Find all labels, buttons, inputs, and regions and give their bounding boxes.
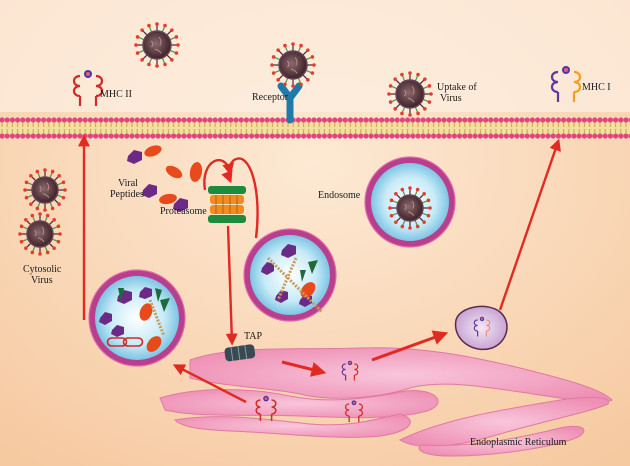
entering-virus xyxy=(387,71,433,117)
label-viral-peptides-line1: Viral xyxy=(118,178,138,189)
label-mhc2: MHC II xyxy=(100,89,132,100)
plasma-membrane xyxy=(0,117,630,139)
label-uptake-line1: Uptake of xyxy=(437,82,477,93)
extracellular-virus-1 xyxy=(134,22,180,68)
label-cytosolic-line2: Virus xyxy=(31,275,53,286)
arrow-er-to-vesicle xyxy=(371,330,449,362)
mhc2-surface xyxy=(72,70,104,106)
viral-peptides xyxy=(127,145,203,212)
arrow-proteasome-to-tap xyxy=(225,225,238,346)
arrow-er-to-lysosome xyxy=(172,364,247,404)
arrow-peptides-to-proteasome xyxy=(203,159,234,191)
label-viral-peptides-line2: Peptides xyxy=(110,189,144,200)
endosomal-virus xyxy=(388,186,432,230)
arrow-to-mhc1 xyxy=(498,138,561,311)
cytosolic-virus-2 xyxy=(18,212,62,256)
label-uptake-line2: Virus xyxy=(440,93,462,104)
viral-protein-vesicle xyxy=(243,228,337,322)
viruses xyxy=(18,22,433,256)
label-tap: TAP xyxy=(244,331,263,342)
pathway-arrows xyxy=(78,134,561,404)
label-cytosolic-line1: Cytosolic xyxy=(23,264,62,275)
endoplasmic-reticulum xyxy=(159,347,613,457)
cytosolic-virus-1 xyxy=(23,168,67,212)
arrow-vesicle-to-proteasome xyxy=(221,157,259,239)
label-proteasome: Proteasome xyxy=(160,206,207,217)
mhc1-transport-vesicle xyxy=(454,305,508,351)
mhc2-in-er-1 xyxy=(255,395,277,421)
tap-transporter xyxy=(224,344,256,362)
receptor xyxy=(277,82,303,124)
mhc1-surface xyxy=(550,66,582,102)
extracellular-space xyxy=(0,0,630,112)
mhc-molecules xyxy=(72,66,582,423)
label-endoplasmic-reticulum: Endoplasmic Reticulum xyxy=(470,437,567,448)
label-endosome: Endosome xyxy=(318,190,361,201)
proteasome xyxy=(208,186,246,223)
arrow-tap-to-er xyxy=(281,360,327,377)
label-mhc1: MHC I xyxy=(582,82,611,93)
extracellular-virus-2 xyxy=(270,42,316,88)
mhc2-loading-vesicle xyxy=(88,269,186,367)
label-receptor: Receptor xyxy=(252,92,289,103)
